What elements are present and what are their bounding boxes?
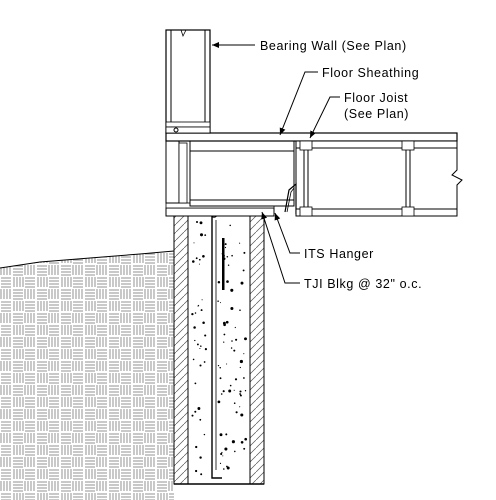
rim-board [165,140,191,204]
tji-blocking [189,140,295,207]
tji-blocking-label: TJI Blkg @ 32" o.c. [304,277,422,291]
bearing-wall-label: Bearing Wall (See Plan) [260,39,407,53]
floor-sheathing-label: Floor Sheathing [322,66,419,80]
bearing-wall [165,29,211,134]
concrete-aggregate [191,220,248,476]
its-hanger-label: ITS Hanger [304,247,374,261]
foundation-wall [173,215,265,485]
leader-lines [212,42,340,284]
floor-joist [295,133,463,217]
floor-joist-label: Floor Joist [344,91,408,105]
floor-joist-label-note: (See Plan) [344,107,409,121]
soil-backfill [0,250,175,500]
